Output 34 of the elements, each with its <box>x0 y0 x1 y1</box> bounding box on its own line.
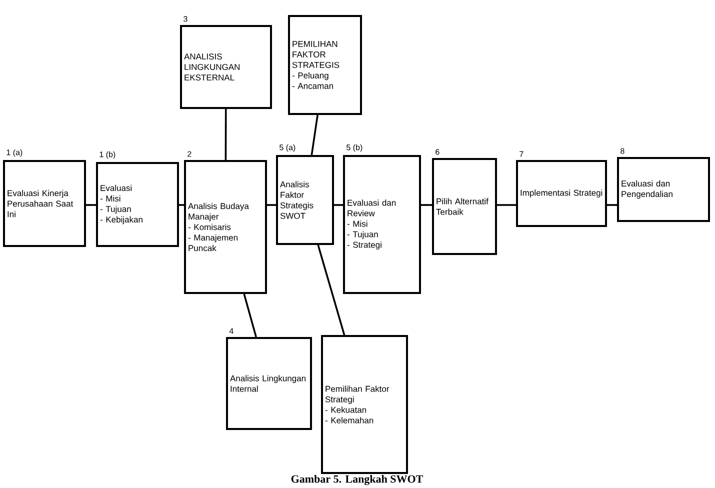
process-box: Analisis Lingkungan Internal <box>226 337 312 430</box>
connector-line <box>497 204 516 206</box>
step-number: 5 (a) <box>280 144 296 152</box>
step-number: 4 <box>229 328 234 334</box>
process-box: Evaluasi Kinerja Perusahaan Saat Ini <box>3 160 86 247</box>
connector-line <box>86 204 96 206</box>
connector-line <box>179 204 184 206</box>
process-box: Implementasi Strategi <box>516 160 607 227</box>
figure-caption: Gambar 5. Langkah SWOT <box>291 474 423 486</box>
process-box: Evaluasi - Misi - Tujuan - Kebijakan <box>96 162 179 247</box>
connector-line <box>224 109 227 160</box>
step-number: 6 <box>436 149 440 155</box>
step-number: 1 (b) <box>100 151 116 159</box>
process-box: Evaluasi dan Pengendalian <box>617 157 710 222</box>
connector-line <box>421 204 432 206</box>
process-box: ANALISIS LINGKUNGAN EKSTERNAL <box>180 25 272 109</box>
step-number: 5 (b) <box>346 144 362 152</box>
connector-line <box>607 204 617 206</box>
process-box: Analisis Faktor Strategis SWOT <box>276 155 334 245</box>
connector-line <box>334 204 343 206</box>
process-box: Evaluasi dan Review - Misi - Tujuan - Strategi <box>343 155 421 294</box>
step-number: 2 <box>188 151 192 157</box>
process-box: PEMILIHAN FAKTOR STRATEGIS - Peluang - Ancaman <box>288 15 362 115</box>
step-number: 3 <box>184 16 188 22</box>
step-number: 8 <box>620 148 624 154</box>
connector-line <box>310 114 318 156</box>
step-number: 1 (a) <box>6 149 22 157</box>
process-box: Pilih Alternatif Terbaik <box>432 158 497 255</box>
connector-line <box>267 204 276 206</box>
step-number: 7 <box>520 151 524 157</box>
connector-line <box>317 244 346 336</box>
process-box: Analisis Budaya Manajer - Komisaris - Manajemen Puncak <box>184 160 267 294</box>
process-box: Pemilihan Faktor Strategi - Kekuatan - Kelemahan <box>321 335 408 474</box>
connector-line <box>243 294 257 338</box>
